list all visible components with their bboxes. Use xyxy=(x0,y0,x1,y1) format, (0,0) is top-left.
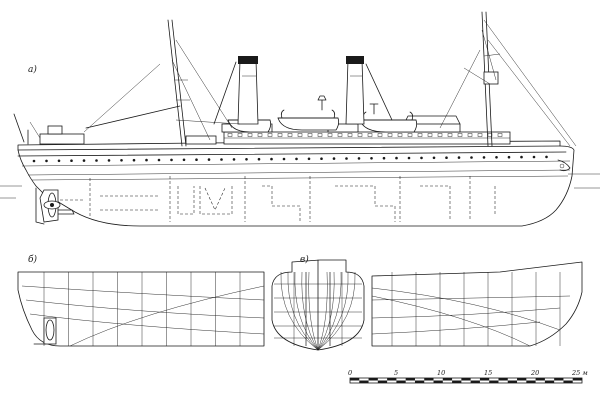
scale-tick-5: 5 xyxy=(394,369,398,377)
body-plan-sections xyxy=(280,271,356,351)
portholes xyxy=(32,155,548,163)
body-plan-view: в) xyxy=(271,254,365,351)
scale-tick-10: 10 xyxy=(437,369,445,377)
internal-compartments xyxy=(60,176,496,222)
scale-segments xyxy=(350,378,582,383)
ventilators xyxy=(317,95,379,115)
profile-view-label: а) xyxy=(28,64,37,75)
aft-deckhouse xyxy=(13,113,85,145)
sheer-strake xyxy=(21,160,571,167)
stern-gear xyxy=(35,187,75,225)
body-plan-label: в) xyxy=(300,254,309,265)
scale-tick-15: 15 xyxy=(484,369,492,377)
scale-tick-0: 0 xyxy=(348,369,352,377)
funnel-aft xyxy=(345,56,393,125)
fore-mast xyxy=(439,11,577,147)
superstructure xyxy=(185,115,511,145)
station-grid-aft xyxy=(43,272,241,346)
bow-ornament xyxy=(557,159,571,172)
lines-plan-fore xyxy=(371,261,583,347)
lines-plan-aft xyxy=(17,271,265,347)
body-plan-waterlines xyxy=(274,272,362,346)
side-profile-view: а) xyxy=(0,11,600,227)
scale-bar: 0 5 10 15 20 25 м xyxy=(348,369,588,384)
hull-outline xyxy=(17,145,575,227)
main-mast-aft xyxy=(83,19,241,147)
scale-tick-20: 20 xyxy=(530,369,539,377)
main-deck-line xyxy=(17,151,567,157)
lines-plan-view: б) xyxy=(17,254,583,347)
scale-tick-25: 25 м xyxy=(571,369,588,377)
station-grid-fore xyxy=(391,272,561,346)
lines-view-label: б) xyxy=(28,254,37,265)
waterline xyxy=(0,173,600,199)
funnel-fore xyxy=(213,56,259,125)
cabin-windows xyxy=(227,133,503,137)
